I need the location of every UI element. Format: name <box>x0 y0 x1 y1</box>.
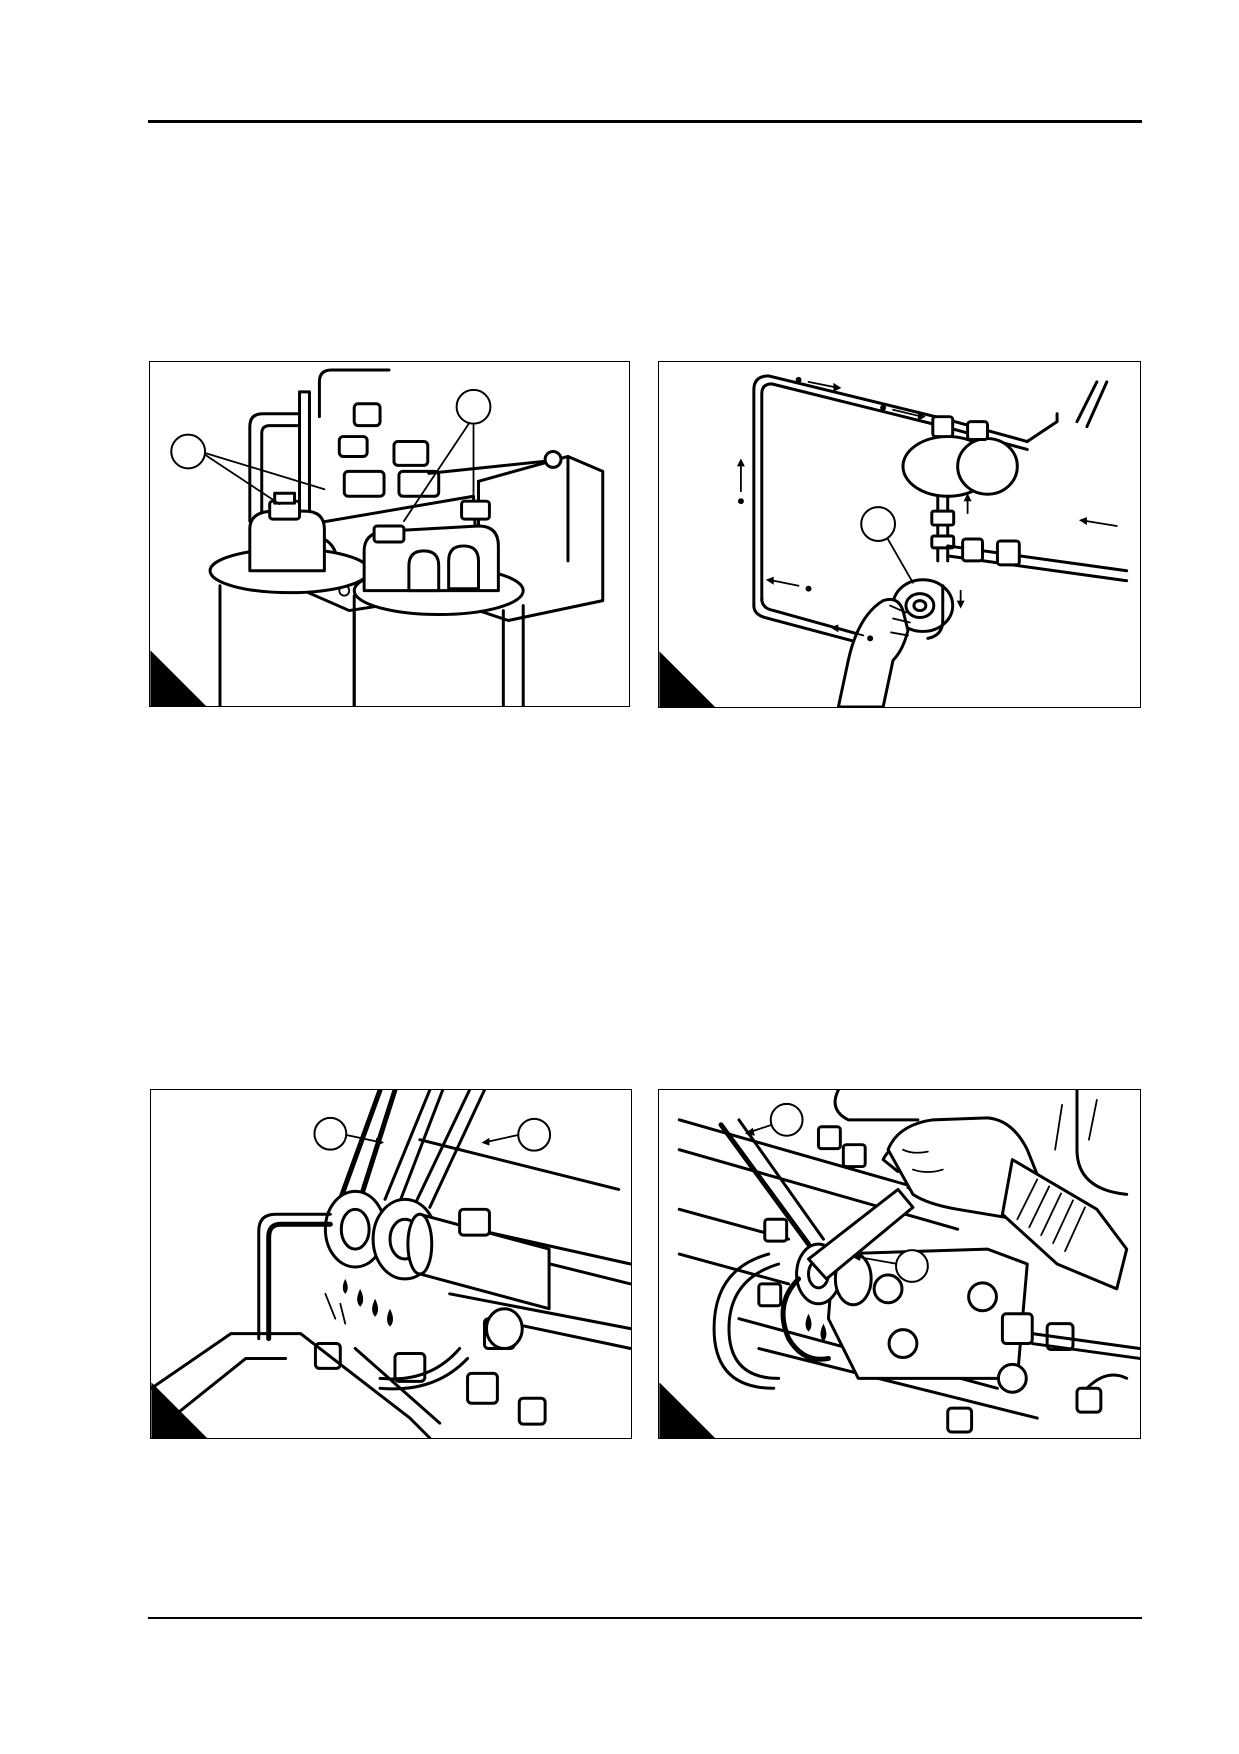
figure-wrench-fitting <box>658 1089 1141 1439</box>
figure-fuel-filters <box>149 361 630 707</box>
wrench-fitting-illustration <box>659 1090 1140 1438</box>
figure-banjo-fittings <box>150 1089 632 1439</box>
banjo-fittings-illustration <box>151 1090 631 1438</box>
callout-2 <box>455 388 492 425</box>
callout-1 <box>860 506 897 542</box>
footer-rule <box>148 1617 1142 1619</box>
callout-2 <box>517 1117 552 1152</box>
fuel-filters-illustration <box>150 368 605 706</box>
callout-2 <box>895 1249 929 1283</box>
callout-1 <box>769 1102 804 1137</box>
callout-1 <box>313 1116 348 1151</box>
callout-1 <box>170 433 207 470</box>
figure-fuel-circuit <box>658 361 1141 708</box>
fuel-circuit-illustration <box>659 374 1129 707</box>
header-rule <box>148 120 1142 123</box>
